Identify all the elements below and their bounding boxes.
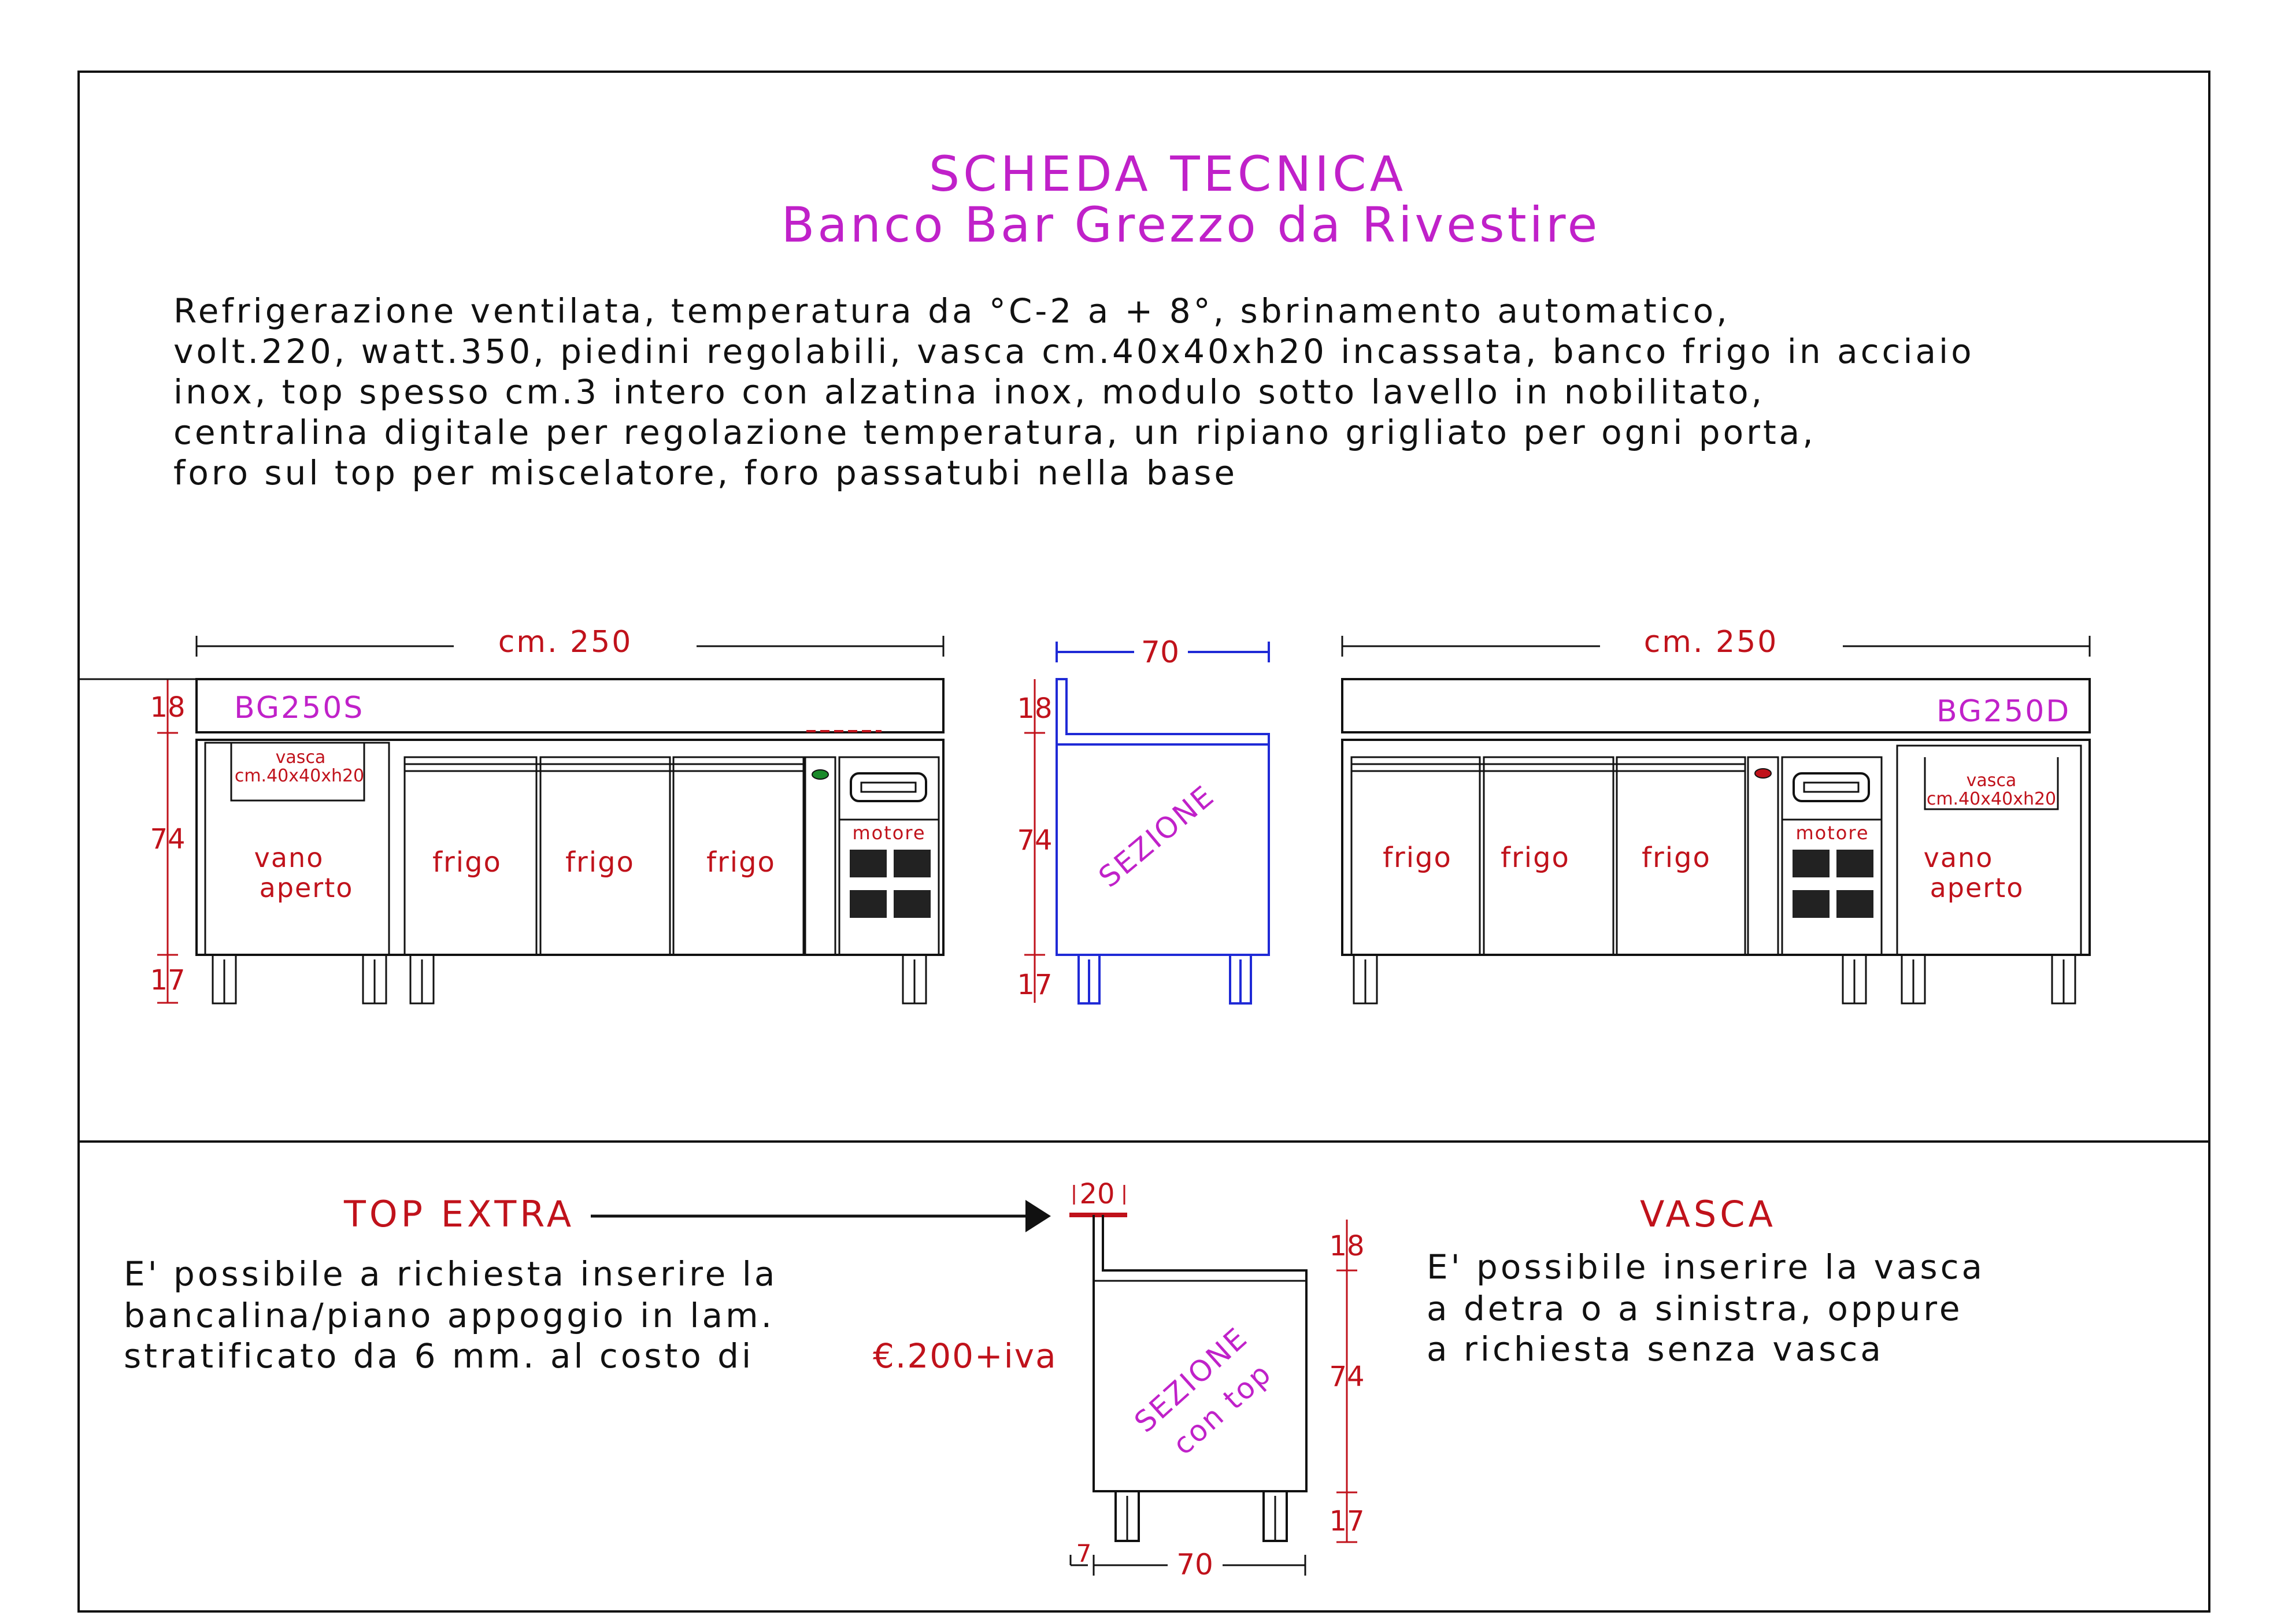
right-vent-grille: [1793, 850, 1873, 918]
vasca-line-3: a richiesta senza vasca: [1427, 1329, 1884, 1369]
vasca-line-1: E' possibile inserire la vasca: [1427, 1247, 1985, 1287]
section-top-dim-20: 20: [1079, 1178, 1114, 1210]
vasca-note-block: VASCA E' possibile inserire la vasca a d…: [1427, 1193, 1985, 1369]
right-vano-label: vano: [1924, 842, 1994, 873]
section-top-width-70: 70: [1176, 1548, 1213, 1581]
section-top-dim-74: 74: [1329, 1361, 1364, 1393]
description-line-2: volt.220, watt.350, piedini regolabili, …: [173, 332, 1975, 371]
left-door-3-label: frigo: [706, 846, 776, 879]
top-extra-line-3: stratificato da 6 mm. al costo di: [124, 1336, 754, 1376]
right-door-1-label: frigo: [1383, 842, 1452, 874]
section-width-label: 70: [1141, 635, 1179, 670]
section-with-top-drawing: 20 SEZIONE con top 18 74 17 7 70: [1069, 1178, 1365, 1581]
right-vano-label-2: aperto: [1930, 872, 2024, 903]
top-extra-arrow-icon: [1025, 1200, 1051, 1232]
vasca-heading: VASCA: [1640, 1193, 1776, 1235]
left-motor-label: motore: [852, 822, 925, 844]
left-vano-label: vano: [254, 842, 324, 873]
description-block: Refrigerazione ventilata, temperatura da…: [173, 291, 1975, 492]
title-line-1: SCHEDA TECNICA: [929, 146, 1406, 202]
right-door-2-label: frigo: [1501, 842, 1570, 874]
description-line-3: inox, top spesso cm.3 intero con alzatin…: [173, 372, 1765, 412]
left-door-2-label: frigo: [565, 846, 635, 879]
description-line-1: Refrigerazione ventilata, temperatura da…: [173, 291, 1730, 331]
top-extra-block: TOP EXTRA E' possibile a richiesta inser…: [124, 1193, 1057, 1376]
section-dim-17: 17: [1017, 969, 1052, 1001]
left-dim-74: 74: [150, 823, 185, 855]
right-vasca-size: cm.40x40xh20: [1927, 789, 2056, 809]
right-door-3-label: frigo: [1642, 842, 1711, 874]
description-line-4: centralina digitale per regolazione temp…: [173, 413, 1816, 452]
top-extra-heading: TOP EXTRA: [343, 1193, 575, 1235]
title-line-2: Banco Bar Grezzo da Rivestire: [782, 197, 1601, 253]
left-vasca-label: vasca: [276, 747, 326, 768]
section-dim-74: 74: [1017, 824, 1052, 857]
section-dim-18: 18: [1017, 692, 1052, 725]
right-unit-drawing: cm. 250 BG250D frigo frigo frigo motore: [1341, 625, 2091, 1005]
right-width-label: cm. 250: [1644, 625, 1779, 659]
section-top-dim-17: 17: [1329, 1505, 1364, 1537]
section-top-dim-18: 18: [1329, 1230, 1364, 1262]
left-unit-drawing: cm. 250 18 74 17 BG250S vasca cm.40x40xh…: [79, 625, 945, 1005]
left-model-label: BG250S: [234, 691, 364, 725]
left-vano-label-2: aperto: [260, 872, 354, 903]
left-feet: [212, 954, 927, 1005]
top-extra-line-1: E' possibile a richiesta inserire la: [124, 1254, 777, 1294]
left-vasca-size: cm.40x40xh20: [235, 766, 364, 786]
right-vasca-label: vasca: [1967, 770, 2017, 791]
right-feet: [1353, 954, 2076, 1005]
section-top-offset-7: 7: [1076, 1539, 1092, 1568]
left-door-1-label: frigo: [432, 846, 502, 879]
description-line-5: foro sul top per miscelatore, foro passa…: [173, 453, 1238, 492]
section-label: SEZIONE: [1093, 779, 1221, 894]
left-dim-17: 17: [150, 964, 185, 996]
top-extra-price: €.200+iva: [873, 1336, 1057, 1376]
top-extra-line-2: bancalina/piano appoggio in lam.: [124, 1296, 775, 1335]
right-model-label: BG250D: [1936, 694, 2071, 729]
outer-frame: [77, 71, 2210, 1613]
vasca-line-2: a detra o a sinistra, oppure: [1427, 1289, 1963, 1328]
left-vent-grille: [850, 850, 931, 918]
right-motor-label: motore: [1795, 822, 1869, 844]
section-drawing: 70 18 74 17 SEZIONE: [1017, 635, 1270, 1005]
left-dim-18: 18: [150, 691, 185, 724]
left-width-label: cm. 250: [498, 625, 633, 659]
